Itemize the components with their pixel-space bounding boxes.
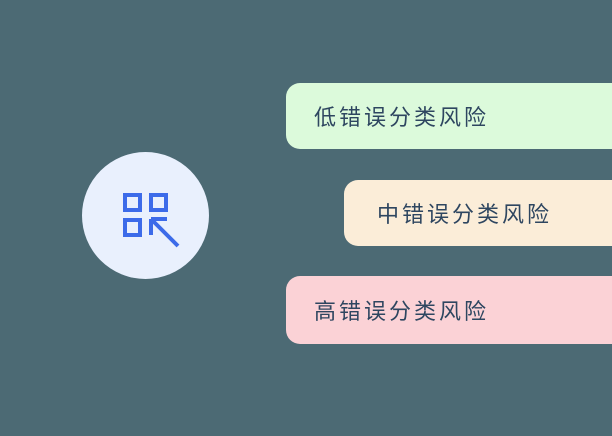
icon-square-bottom-left (123, 218, 142, 237)
grid-categorize-arrow-icon (123, 193, 180, 248)
icon-square-top-right (149, 193, 168, 212)
label-medium-risk-text: 中错误分类风险 (377, 202, 553, 227)
label-high-risk-text: 高错误分类风险 (314, 299, 490, 324)
label-low-risk: 低错误分类风险 (286, 83, 612, 149)
icon-square-top-left (123, 193, 142, 212)
label-low-risk-text: 低错误分类风险 (314, 105, 490, 130)
icon-nw-arrow (149, 217, 180, 248)
label-medium-risk: 中错误分类风险 (344, 180, 612, 246)
label-high-risk: 高错误分类风险 (286, 276, 612, 344)
classification-node-circle (82, 152, 209, 279)
